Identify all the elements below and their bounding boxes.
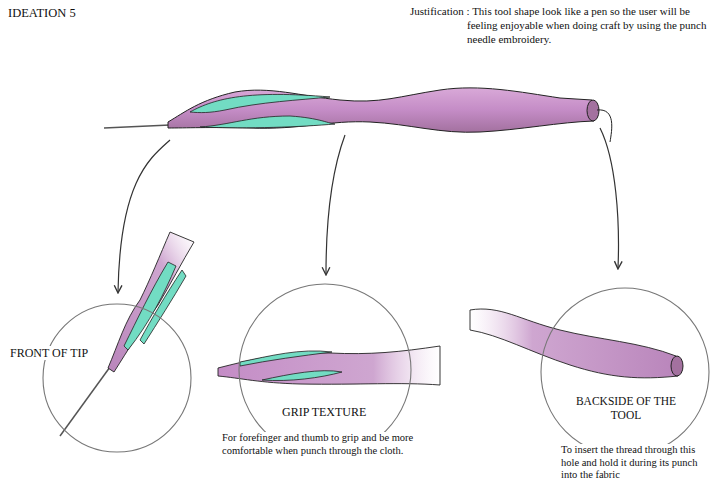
grip-zoom: [218, 346, 440, 385]
grip-strip: [190, 94, 330, 112]
detail-circle: GRIP TEXTUREFor forefinger and thumb to …: [238, 283, 412, 457]
grip-strip: [140, 270, 186, 344]
end-cap: [587, 100, 599, 121]
title: IDEATION 5: [8, 6, 76, 22]
circle-outline: [42, 303, 192, 453]
circle-outline: [43, 304, 191, 452]
pen-body: [168, 88, 594, 132]
back-zoom: [470, 309, 678, 378]
detail-circle: FRONT OF TIP: [42, 303, 192, 453]
circle-outline: [238, 283, 412, 457]
part-heading: GRIP TEXTURE: [282, 405, 366, 419]
end-cap: [671, 356, 683, 376]
leader-arrow: [600, 128, 618, 268]
needle: [104, 125, 170, 128]
note-text: Justification : This tool shape look lik…: [410, 5, 710, 46]
grip-strip: [262, 371, 342, 381]
part-heading: FRONT OF TIP: [10, 346, 88, 360]
grip-strip: [240, 351, 332, 366]
circle-outline: [540, 287, 710, 457]
grip-strip: [200, 116, 335, 128]
part-description: For forefinger and thumb to grip and be …: [222, 432, 437, 457]
part-heading: BACKSIDE OF THE TOOL: [570, 395, 682, 423]
circle-outline: [239, 284, 411, 456]
tip-zoom: [108, 232, 194, 372]
needle: [60, 367, 110, 436]
part-description: To insert the thread through this hole a…: [561, 444, 707, 482]
circle-outline: [541, 288, 709, 456]
leader-arrow: [326, 135, 345, 274]
detail-circle: BACKSIDE OF THE TOOLTo insert the thread…: [540, 287, 710, 457]
